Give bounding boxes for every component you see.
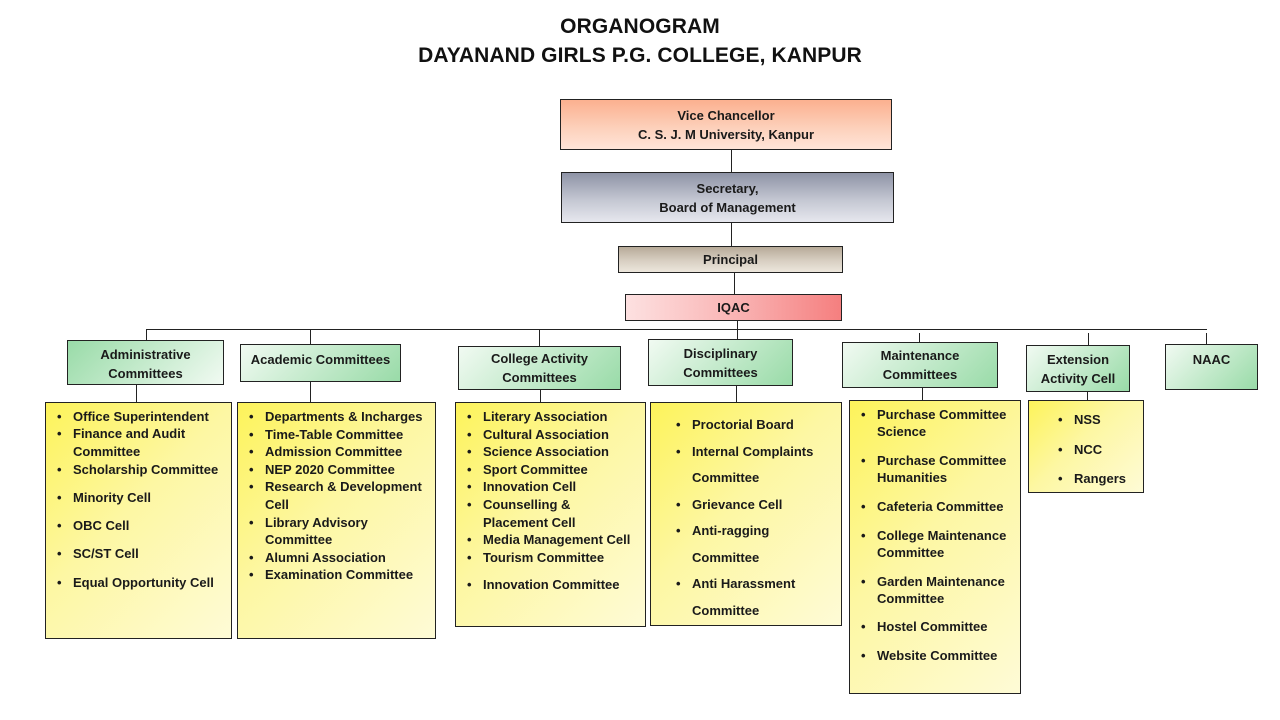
list-item: Anti Harassment Committee [665,571,812,624]
committee-header-disciplinary: Disciplinary Committees [648,339,793,386]
connector-bus-maintenance [919,333,920,343]
iqac-label: IQAC [717,300,750,315]
list-item: Scholarship Committee [46,461,231,479]
vice-chancellor-box: Vice Chancellor C. S. J. M University, K… [560,99,892,150]
list-item: Cultural Association [456,426,645,444]
connector-bus-naac [1206,333,1207,345]
list-item: NSS [1047,405,1143,435]
committee-header-extension: Extension Activity Cell [1026,345,1130,392]
list-item: Anti-ragging Committee [665,518,792,571]
committee-list-extension: NSS NCC Rangers [1028,400,1144,493]
list-item: Rangers [1047,464,1143,494]
list-item: Departments & Incharges [238,408,435,426]
connector-vc-secretary [731,149,732,172]
list-item: Time-Table Committee [238,426,435,444]
connector-secretary-principal [731,221,732,247]
chart-title: ORGANOGRAM [560,15,720,38]
connector-bus-activity [539,329,540,346]
list-item: Office Superintendent [46,408,231,425]
list-item: Garden Maintenance Committee [850,573,1017,607]
committee-header-maintenance: Maintenance Committees [842,342,998,388]
connector-maintenance-list [922,387,923,401]
connector-bus-academic [310,329,311,344]
list-item: Equal Opportunity Cell [46,574,231,592]
committee-list-administrative: Office Superintendent Finance and Audit … [45,402,232,639]
connector-bus [146,329,1207,330]
list-item: Proctorial Board [665,412,841,439]
committee-list-disciplinary: Proctorial Board Internal Complaints Com… [650,402,842,626]
list-item: Examination Committee [238,566,435,584]
list-item: OBC Cell [46,517,231,535]
connector-disciplinary-list [736,385,737,403]
list-item: Innovation Cell [456,478,645,496]
vice-chancellor-title: Vice Chancellor [677,107,775,123]
list-item: Purchase Committee Science [850,406,1007,440]
list-item: Innovation Committee [456,576,645,594]
list-item: College Maintenance Committee [850,527,1012,561]
committee-header-administrative: Administrative Committees [67,340,224,385]
connector-principal-iqac [734,272,735,294]
committee-header-academic: Academic Committees [240,344,401,382]
list-item: Internal Complaints Committee [665,439,820,492]
vice-chancellor-university: C. S. J. M University, Kanpur [637,126,815,142]
committee-header-college-activity: College Activity Committees [458,346,621,390]
connector-bus-extension [1088,333,1089,346]
principal-box: Principal [618,246,843,273]
list-item: Cafeteria Committee [850,498,1020,515]
list-item: Finance and Audit Committee [46,425,193,461]
connector-admin-list [136,384,137,403]
committee-list-maintenance: Purchase Committee Science Purchase Comm… [849,400,1021,694]
list-item: Grievance Cell [665,492,841,519]
secretary-title: Secretary, [696,180,759,196]
connector-extension-list [1087,391,1088,401]
committee-list-academic: Departments & Incharges Time-Table Commi… [237,402,436,639]
committee-header-naac: NAAC [1165,344,1258,390]
list-item: Tourism Committee [456,549,645,567]
connector-bus-admin [146,329,147,340]
list-item: Media Management Cell [456,531,645,549]
list-item: Hostel Committee [850,618,1020,635]
list-item: Website Committee [850,647,1020,664]
list-item: NEP 2020 Committee [238,461,435,479]
list-item: NCC [1047,435,1143,465]
list-item: SC/ST Cell [46,545,231,563]
principal-label: Principal [703,252,758,267]
list-item: Research & Development Cell [238,478,425,513]
list-item: Alumni Association [238,549,435,567]
list-item: Sport Committee [456,461,645,479]
connector-activity-list [540,389,541,403]
list-item: Literary Association [456,408,645,426]
list-item: Purchase Committee Humanities [850,452,1007,486]
list-item: Admission Committee [238,443,435,461]
committee-list-college-activity: Literary Association Cultural Associatio… [455,402,646,627]
connector-academic-list [310,381,311,403]
connector-iqac-bus [737,320,738,340]
list-item: Counselling & Placement Cell [456,496,635,531]
college-name: DAYANAND GIRLS P.G. COLLEGE, KANPUR [418,44,862,67]
iqac-box: IQAC [625,294,842,321]
list-item: Minority Cell [46,489,231,507]
list-item: Library Advisory Committee [238,514,380,549]
secretary-board: Board of Management [659,199,796,215]
list-item: Science Association [456,443,645,461]
secretary-box: Secretary, Board of Management [561,172,894,223]
